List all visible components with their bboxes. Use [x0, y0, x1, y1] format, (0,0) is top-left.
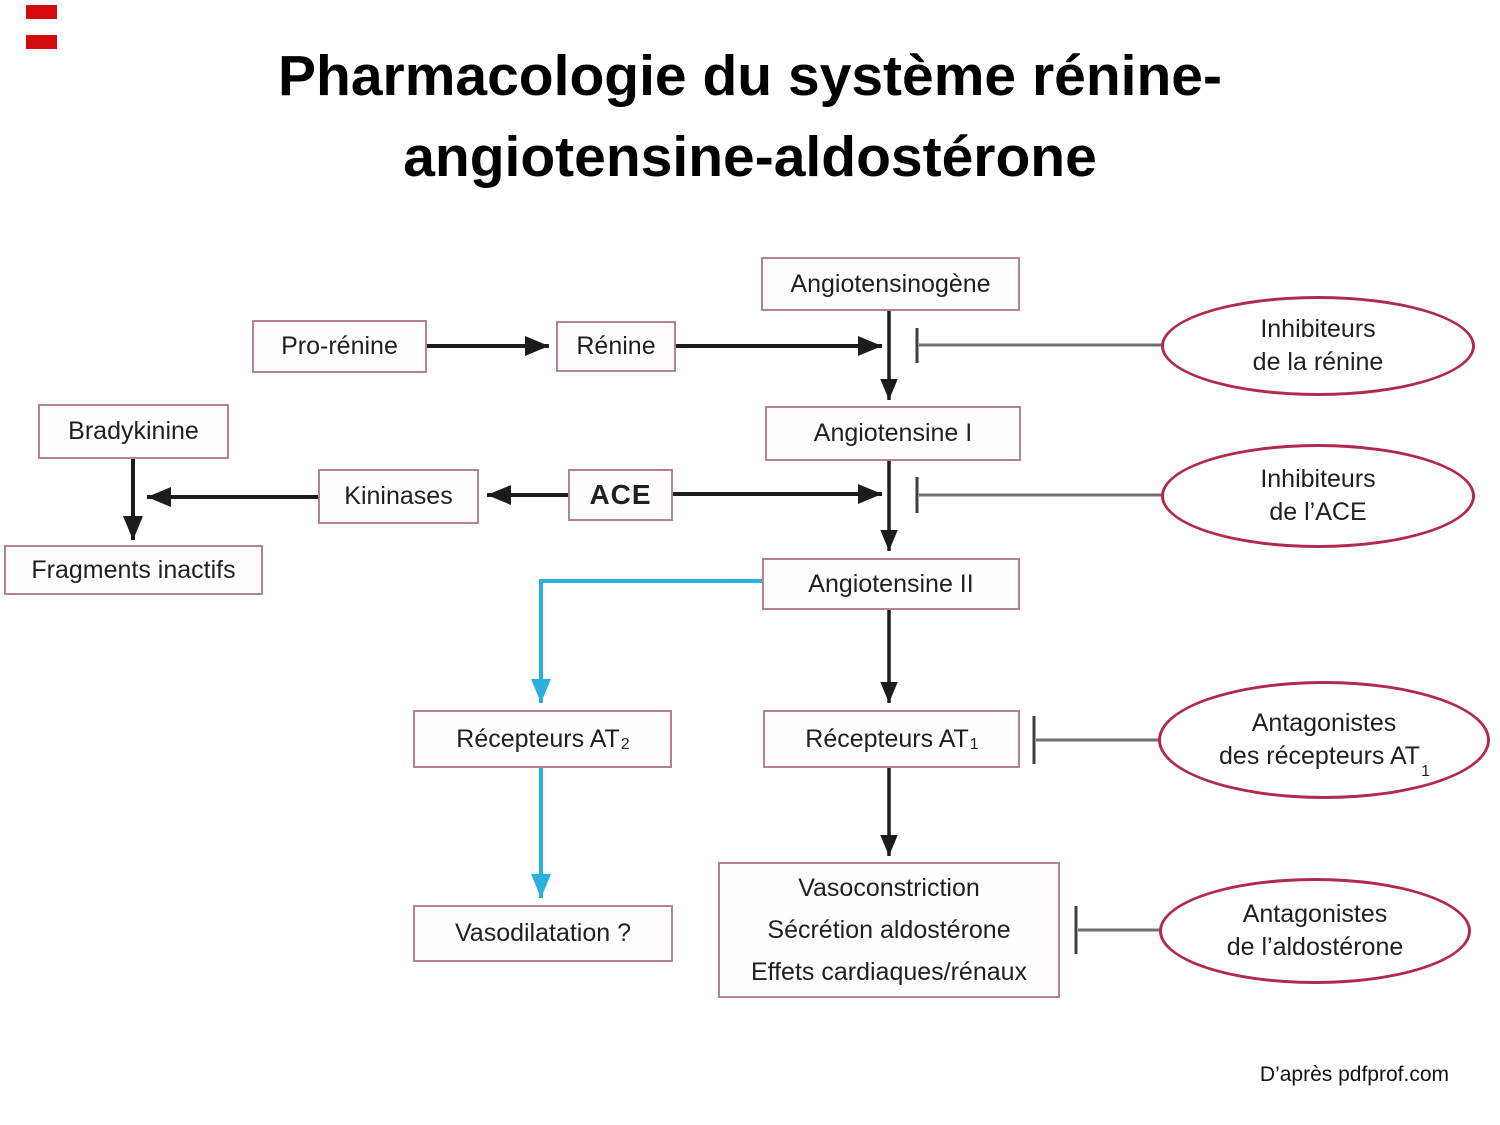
box-kininases-label: Kininases: [344, 482, 453, 510]
box-ace-label: ACE: [589, 479, 652, 510]
slide-title-line1: Pharmacologie du système rénine-: [278, 44, 1222, 108]
box-pro-renine-label: Pro-rénine: [281, 332, 398, 360]
ellipse-inhibiteurs-renine: Inhibiteurs de la rénine: [1161, 296, 1475, 396]
slide-title: Pharmacologie du système rénine- angiote…: [0, 36, 1500, 198]
red-bar-decoration-top: [26, 5, 57, 19]
box-recepteurs-at2-label: Récepteurs AT: [456, 724, 620, 753]
ellipse-inhibiteurs-renine-line1: Inhibiteurs: [1260, 315, 1376, 343]
box-bradykinine: Bradykinine: [38, 404, 229, 459]
ellipse-antagonistes-at1-line2: des récepteurs AT: [1219, 742, 1421, 770]
box-vasodilatation-label: Vasodilatation ?: [454, 919, 632, 947]
box-angiotensine-1: Angiotensine I: [765, 406, 1021, 461]
box-angiotensinogene: Angiotensinogène: [761, 257, 1020, 311]
ellipse-inhibiteurs-ace: Inhibiteurs de l’ACE: [1161, 444, 1475, 548]
box-effets-line2: Sécrétion aldostérone: [767, 916, 1011, 944]
box-bradykinine-label: Bradykinine: [68, 417, 199, 445]
box-angiotensine-2-label: Angiotensine II: [808, 569, 974, 598]
box-angiotensine-1-label: Angiotensine I: [813, 419, 973, 447]
box-vasodilatation: Vasodilatation ?: [413, 905, 673, 962]
box-fragments-inactifs: Fragments inactifs: [4, 545, 263, 595]
ellipse-antagonistes-at1: Antagonistes des récepteurs AT1: [1158, 681, 1490, 799]
credit-text: D’après pdfprof.com: [1259, 1063, 1449, 1086]
ellipse-antagonistes-at1-line2-wrap: des récepteurs AT1: [1219, 740, 1430, 780]
ellipse-inhibiteurs-ace-line2: de l’ACE: [1269, 498, 1367, 526]
box-angiotensine-2: Angiotensine II: [762, 558, 1020, 610]
box-effets-line1: Vasoconstriction: [798, 874, 980, 902]
box-angiotensinogene-label: Angiotensinogène: [790, 269, 991, 298]
slide-title-line2: angiotensine-aldostérone: [403, 125, 1097, 189]
box-pro-renine: Pro-rénine: [252, 320, 427, 373]
red-bar-decoration-bottom: [26, 35, 57, 49]
box-renine: Rénine: [556, 321, 676, 372]
ellipse-antagonistes-aldosterone: Antagonistes de l’aldostérone: [1159, 878, 1471, 984]
ellipse-antagonistes-aldosterone-line1: Antagonistes: [1242, 900, 1388, 928]
ellipse-antagonistes-aldosterone-line2: de l’aldostérone: [1226, 933, 1404, 961]
ellipse-antagonistes-at1-subscript: 1: [1421, 763, 1430, 780]
box-kininases: Kininases: [318, 469, 479, 524]
ellipse-inhibiteurs-renine-line2: de la rénine: [1252, 348, 1384, 376]
box-fragments-inactifs-label: Fragments inactifs: [31, 555, 236, 584]
arrow-angiotensine2-to-at2: [531, 579, 762, 703]
ellipse-antagonistes-at1-line1: Antagonistes: [1251, 709, 1397, 737]
box-renine-label: Rénine: [576, 332, 656, 360]
box-effets: Vasoconstriction Sécrétion aldostérone E…: [718, 862, 1060, 998]
box-ace: ACE: [568, 469, 673, 521]
box-effets-line3: Effets cardiaques/rénaux: [750, 958, 1028, 986]
box-recepteurs-at1-label: Récepteurs AT: [805, 724, 969, 753]
ellipse-inhibiteurs-ace-line1: Inhibiteurs: [1260, 465, 1376, 493]
